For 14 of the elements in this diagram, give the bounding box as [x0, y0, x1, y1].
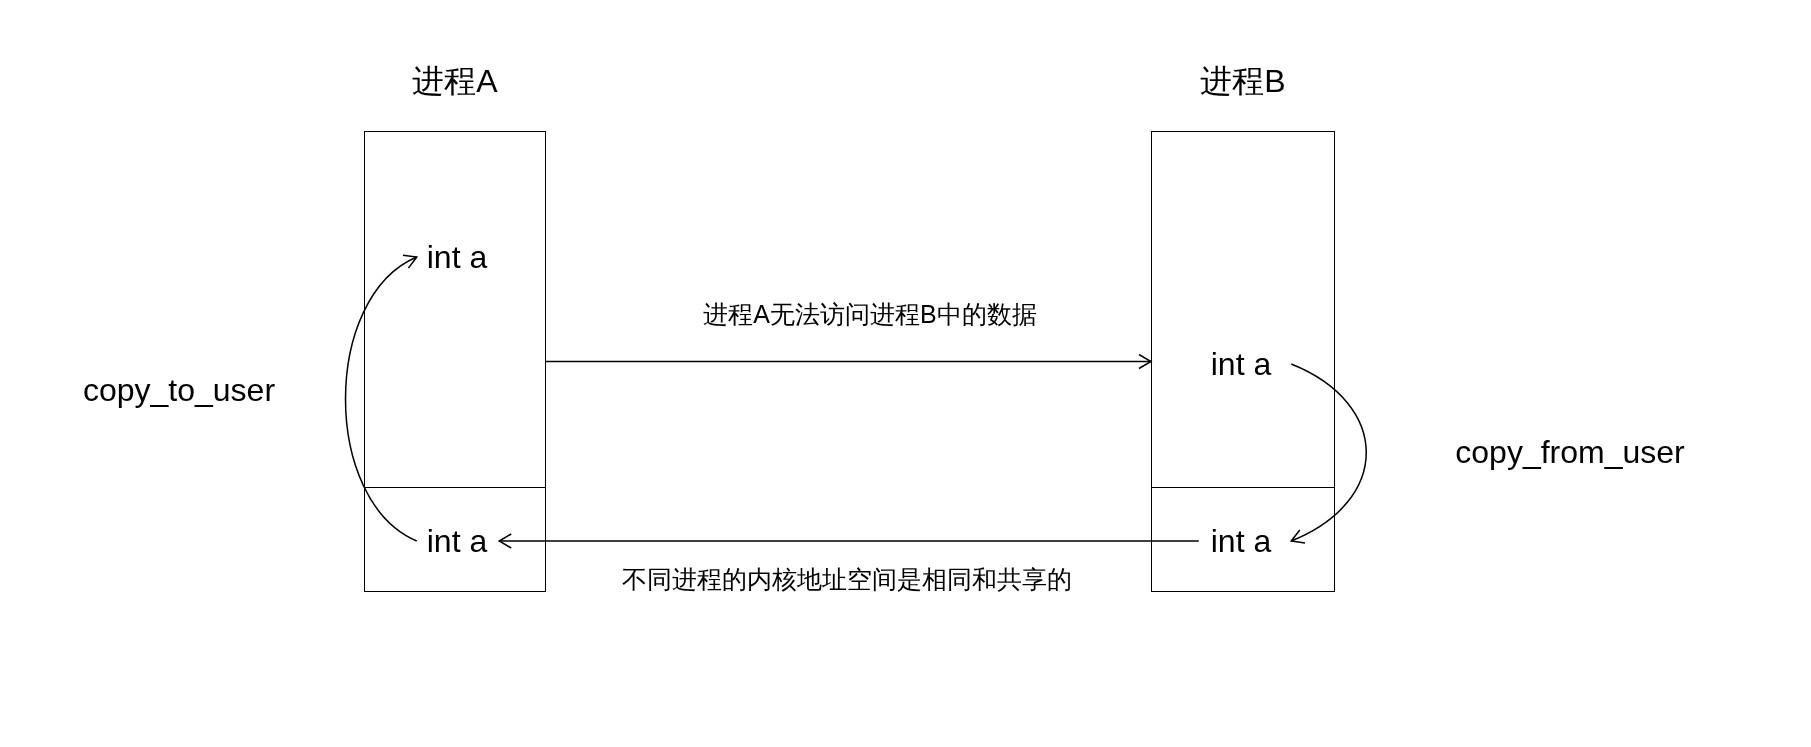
process-title: 进程A: [411, 62, 499, 101]
edge-label: copy_to_user: [82, 371, 276, 409]
process-title: 进程B: [1199, 62, 1287, 101]
arrow: [498, 533, 1200, 549]
curved-arrow: [344, 256, 418, 542]
variable-label: int a: [1210, 522, 1272, 560]
curved-arrow: [1290, 363, 1367, 543]
edge-label: copy_from_user: [1455, 433, 1685, 471]
arrow: [545, 353, 1152, 370]
edge-label: 进程A无法访问进程B中的数据: [703, 298, 1037, 330]
variable-label: int a: [426, 238, 488, 276]
variable-label: int a: [1210, 345, 1272, 383]
edge-label: 不同进程的内核地址空间是相同和共享的: [622, 563, 1072, 595]
variable-label: int a: [426, 522, 488, 560]
